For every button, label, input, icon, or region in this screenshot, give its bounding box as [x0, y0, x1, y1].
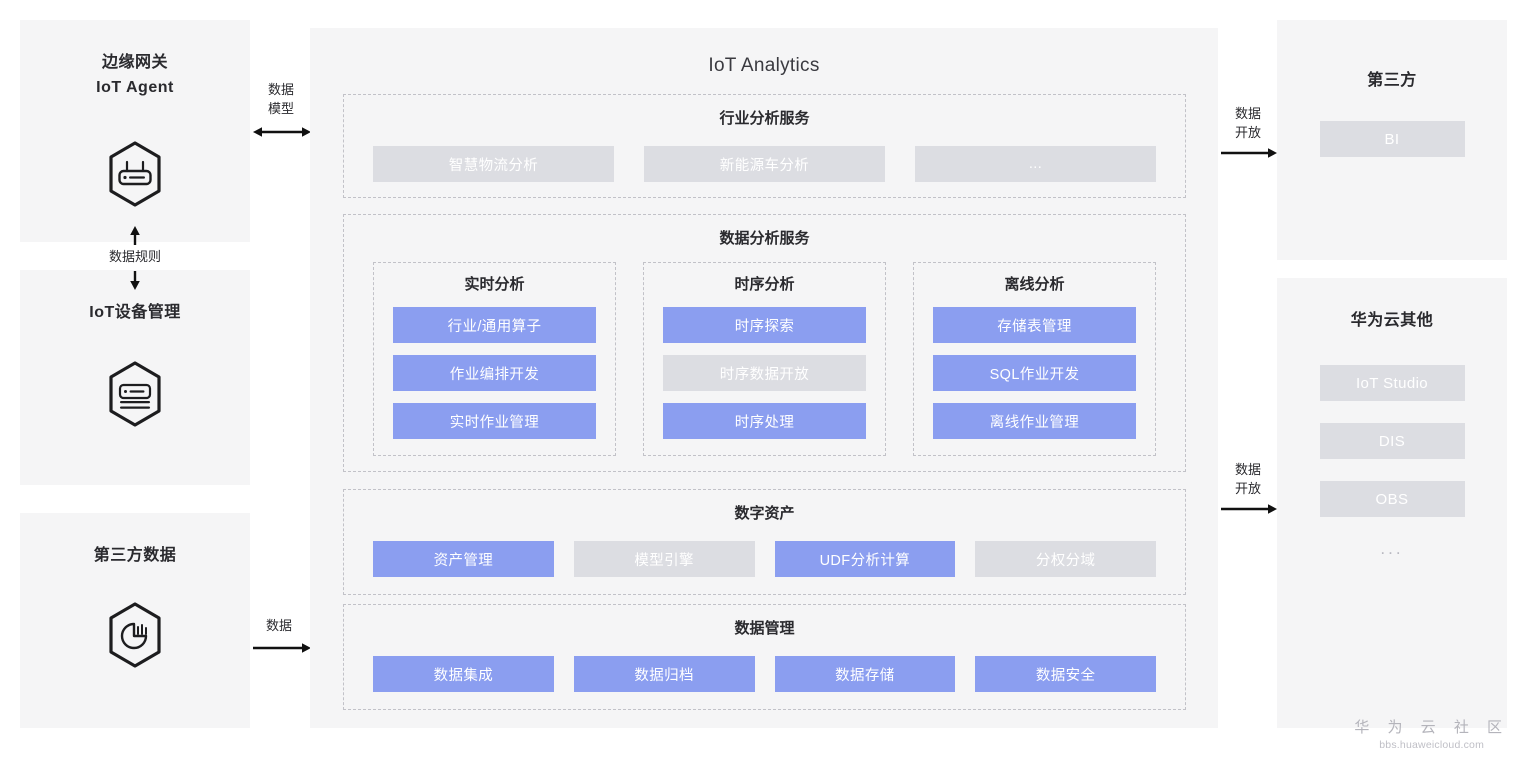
chip-model-engine[interactable]: 模型引擎 [573, 541, 755, 577]
industry-chip-row: 智慧物流分析 新能源车分析 ... [344, 146, 1185, 182]
edge-gateway-title: 边缘网关 IoT Agent [20, 20, 250, 100]
center-panel-iot-analytics: IoT Analytics 行业分析服务 智慧物流分析 新能源车分析 ... 数… [310, 28, 1218, 728]
connector-label-data-open-bottom: 数据 开放 [1234, 462, 1261, 496]
chip-asset-management[interactable]: 资产管理 [373, 541, 554, 577]
connector-arrow-data-in [253, 643, 311, 653]
left-panel-device-management: IoT设备管理 [20, 270, 250, 485]
subcolumn-offline-analysis: 离线分析 存储表管理 SQL作业开发 离线作业管理 [913, 262, 1156, 456]
connector-arrow-data-open-top [1221, 148, 1277, 158]
data-analysis-columns: 实时分析 行业/通用算子 作业编排开发 实时作业管理 时序分析 时序探索 时序数… [344, 262, 1185, 456]
chip-timeseries-processing[interactable]: 时序处理 [663, 403, 866, 439]
chip-data-security[interactable]: 数据安全 [975, 656, 1156, 692]
chip-job-orchestration-dev[interactable]: 作业编排开发 [393, 355, 596, 391]
section-data-analysis-title: 数据分析服务 [719, 230, 810, 247]
section-data-analysis: 数据分析服务 实时分析 行业/通用算子 作业编排开发 实时作业管理 时序分析 时… [343, 214, 1186, 472]
connector-arrow-data-rule-down [130, 271, 140, 290]
chip-smart-logistics[interactable]: 智慧物流分析 [373, 146, 614, 182]
section-data-management: 数据管理 数据集成 数据归档 数据存储 数据安全 [343, 604, 1186, 710]
chip-dis[interactable]: DIS [1319, 423, 1465, 459]
data-management-chip-row: 数据集成 数据归档 数据存储 数据安全 [344, 656, 1185, 692]
chip-industry-more[interactable]: ... [915, 146, 1156, 182]
chip-industry-general-operator[interactable]: 行业/通用算子 [393, 307, 596, 343]
connector-arrow-data-rule-up [130, 226, 140, 245]
huawei-cloud-title: 华为云其他 [1350, 312, 1434, 329]
right-panel-third-party: 第三方 BI [1277, 20, 1507, 260]
hexagon-gateway-icon [109, 141, 161, 207]
subcolumn-realtime-title: 实时分析 [464, 276, 525, 293]
subcolumn-realtime-analysis: 实时分析 行业/通用算子 作业编排开发 实时作业管理 [373, 262, 616, 456]
chip-timeseries-data-open[interactable]: 时序数据开放 [663, 355, 866, 391]
chip-timeseries-exploration[interactable]: 时序探索 [663, 307, 866, 343]
chip-realtime-job-management[interactable]: 实时作业管理 [393, 403, 596, 439]
watermark-title: 华 为 云 社 区 [1354, 719, 1509, 736]
section-data-management-title: 数据管理 [734, 620, 795, 637]
connector-label-data-rule: 数据规则 [108, 249, 161, 264]
chip-bi[interactable]: BI [1319, 121, 1465, 157]
hexagon-server-icon [109, 361, 161, 427]
chip-udf-analysis-compute[interactable]: UDF分析计算 [774, 541, 956, 577]
huawei-cloud-more: ... [1380, 539, 1404, 558]
subcolumn-timeseries-title: 时序分析 [734, 276, 795, 293]
watermark-url: bbs.huaweicloud.com [1379, 739, 1485, 751]
third-party-title: 第三方 [1367, 72, 1417, 89]
subcolumn-offline-title: 离线分析 [1004, 276, 1065, 293]
chip-data-integration[interactable]: 数据集成 [373, 656, 554, 692]
subcolumn-timeseries-analysis: 时序分析 时序探索 时序数据开放 时序处理 [643, 262, 886, 456]
chip-data-storage[interactable]: 数据存储 [774, 656, 956, 692]
left-panel-edge-gateway: 边缘网关 IoT Agent [20, 20, 250, 242]
third-party-data-title: 第三方数据 [93, 547, 177, 564]
chip-obs[interactable]: OBS [1319, 481, 1465, 517]
connector-label-data-open-top: 数据 开放 [1234, 106, 1261, 140]
chip-permission-domain[interactable]: 分权分域 [975, 541, 1156, 577]
edge-gateway-title-line1: 边缘网关 [101, 54, 168, 71]
chip-new-energy-vehicle[interactable]: 新能源车分析 [644, 146, 885, 182]
hexagon-piechart-icon [109, 602, 161, 668]
digital-assets-chip-row: 资产管理 模型引擎 UDF分析计算 分权分域 [344, 541, 1185, 577]
huawei-cloud-chip-list: IoT Studio DIS OBS ... [1277, 365, 1507, 559]
chip-data-archiving[interactable]: 数据归档 [573, 656, 755, 692]
left-panel-third-party-data: 第三方数据 [20, 513, 250, 728]
chip-storage-table-management[interactable]: 存储表管理 [933, 307, 1136, 343]
watermark: 华 为 云 社 区 bbs.huaweicloud.com [1354, 718, 1509, 752]
connector-label-data-in: 数据 [265, 618, 292, 633]
right-panel-huawei-cloud: 华为云其他 IoT Studio DIS OBS ... [1277, 278, 1507, 728]
hexagon-server-icon-wrap [20, 360, 250, 428]
hexagon-gateway-icon-wrap [20, 140, 250, 208]
section-digital-assets-title: 数字资产 [734, 505, 795, 522]
section-industry-analysis-title: 行业分析服务 [719, 110, 810, 127]
edge-gateway-title-line2: IoT Agent [96, 79, 174, 96]
chip-offline-job-management[interactable]: 离线作业管理 [933, 403, 1136, 439]
connector-label-data-model: 数据 模型 [267, 82, 294, 116]
chip-iot-studio[interactable]: IoT Studio [1319, 365, 1465, 401]
section-digital-assets: 数字资产 资产管理 模型引擎 UDF分析计算 分权分域 [343, 489, 1186, 595]
connector-arrow-data-open-bottom [1221, 504, 1277, 514]
connector-arrow-data-model [253, 127, 311, 137]
device-management-title: IoT设备管理 [89, 304, 181, 321]
hexagon-piechart-icon-wrap [20, 601, 250, 669]
section-industry-analysis: 行业分析服务 智慧物流分析 新能源车分析 ... [343, 94, 1186, 198]
chip-sql-job-development[interactable]: SQL作业开发 [933, 355, 1136, 391]
page-title: IoT Analytics [708, 55, 820, 76]
